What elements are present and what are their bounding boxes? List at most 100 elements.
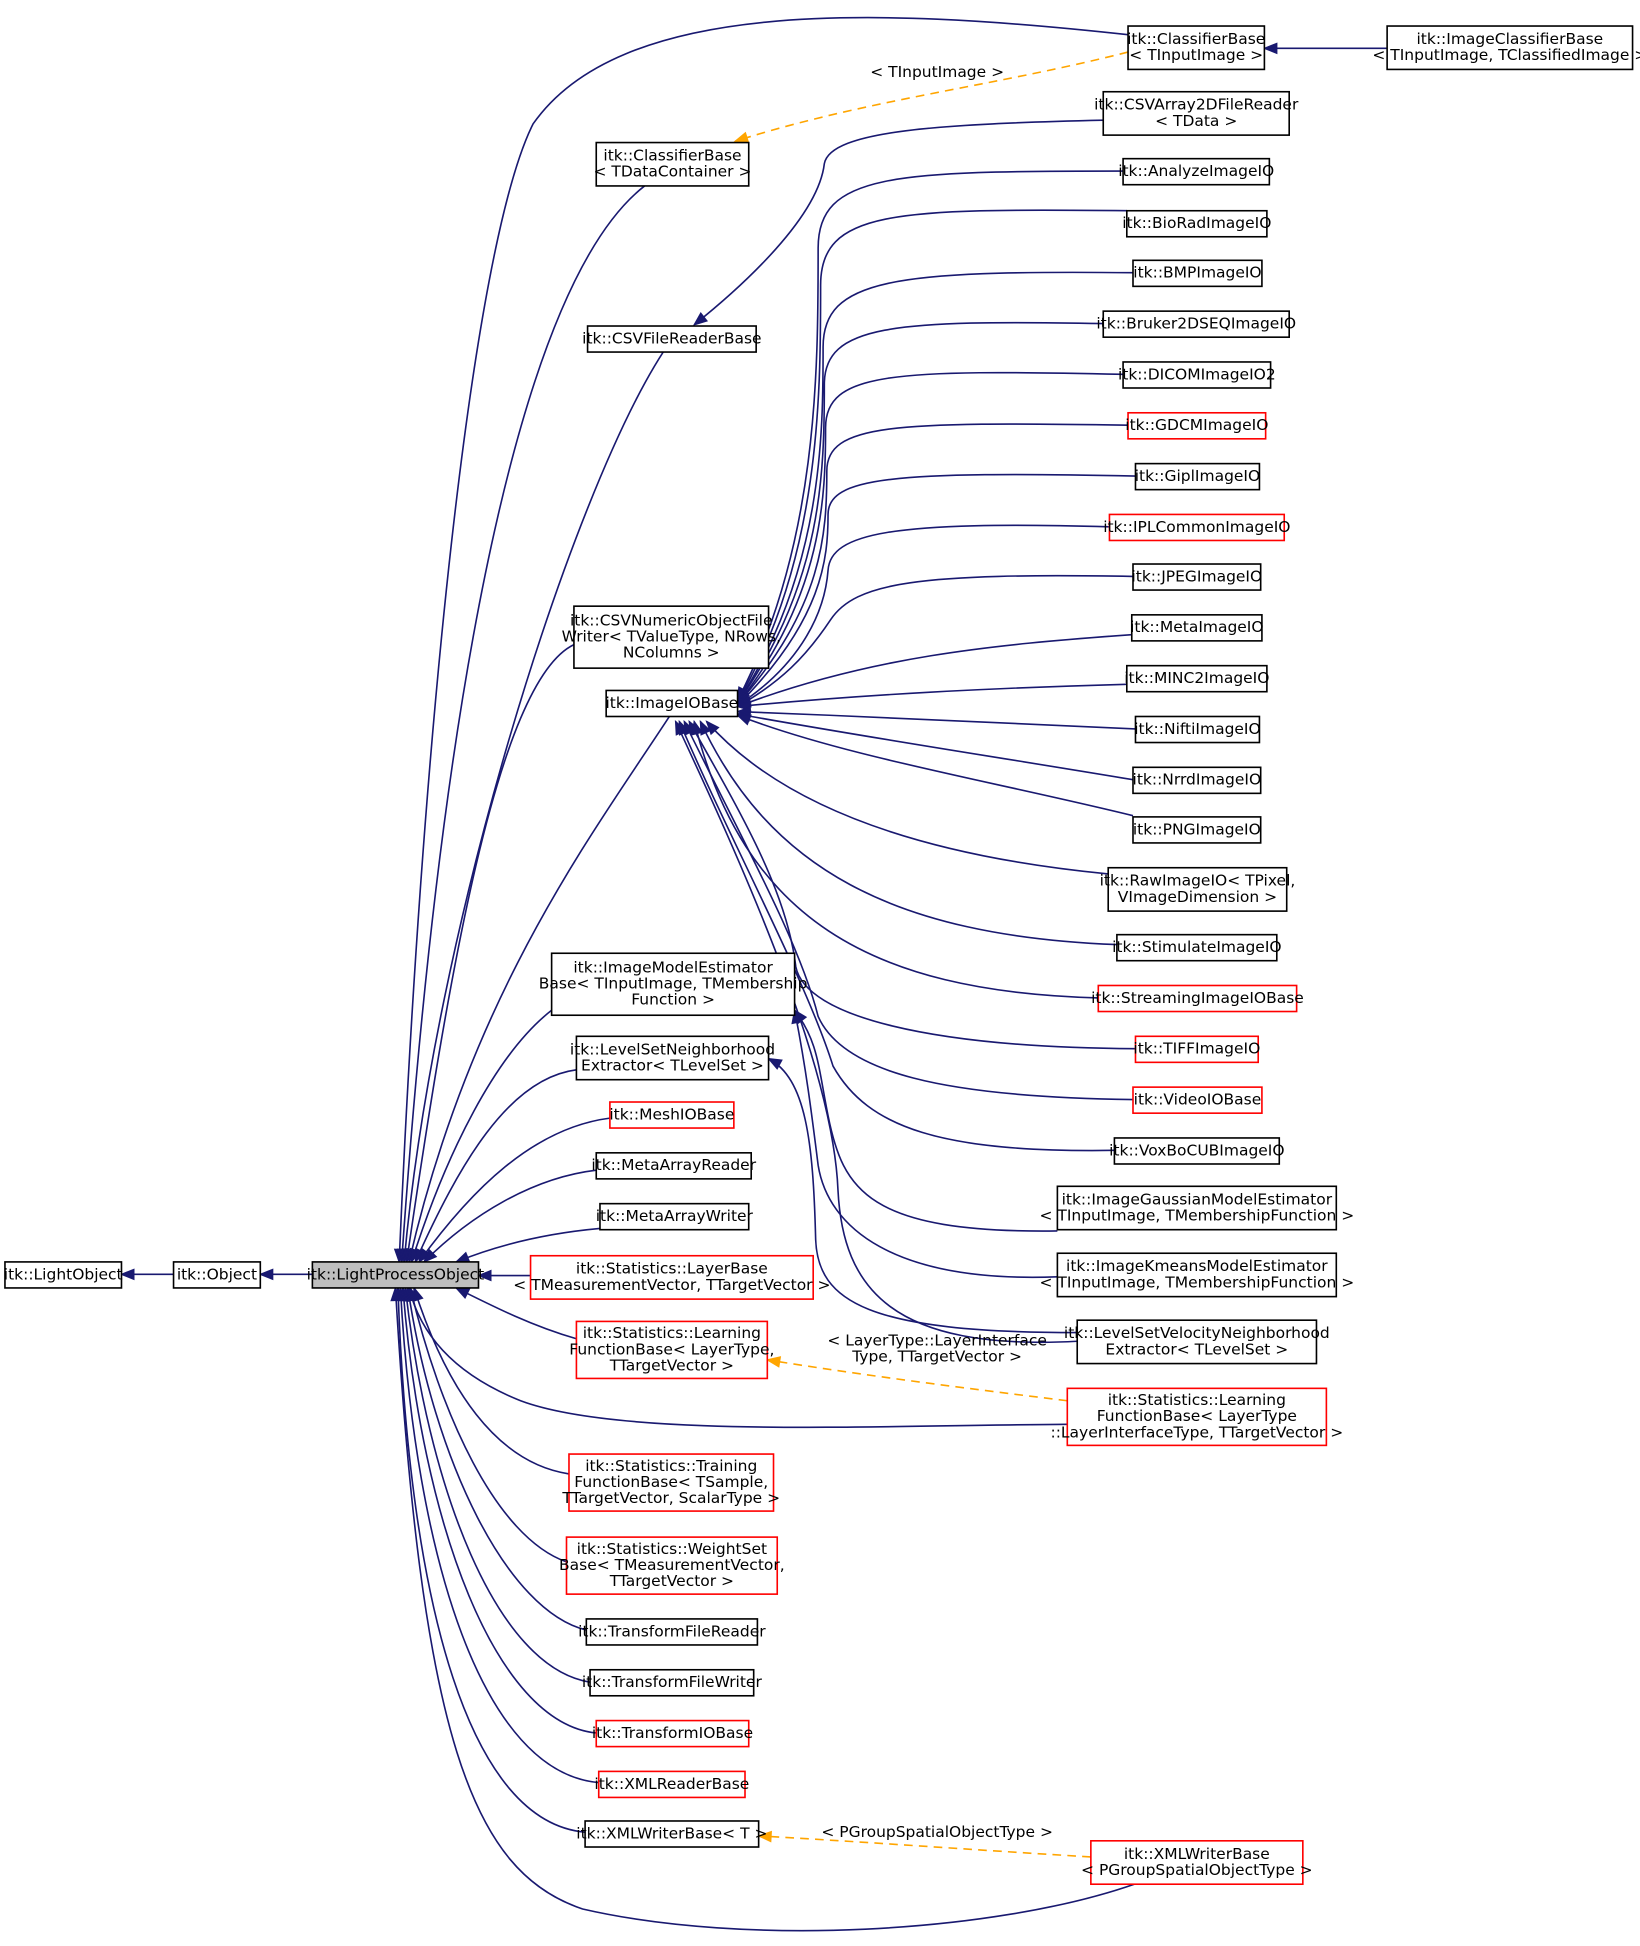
class-node-image-iobase[interactable]: itk::ImageIOBase	[605, 689, 739, 718]
class-node-pngimage-io[interactable]: itk::PNGImageIO	[1132, 816, 1262, 844]
class-node-vox-bo-cubimage-io[interactable]: itk::VoxBoCUBImageIO	[1109, 1137, 1285, 1165]
edge-inherit	[693, 721, 1099, 999]
edge-inherit	[409, 1287, 567, 1563]
class-node-label: itk::Statistics::Learning	[1108, 1391, 1286, 1409]
class-node-label: itk::IPLCommonImageIO	[1103, 518, 1290, 536]
class-node-meta-image-io[interactable]: itk::MetaImageIO	[1130, 614, 1264, 642]
edge-template	[767, 1359, 1068, 1402]
class-node-light-process-object[interactable]: itk::LightProcessObject	[307, 1261, 485, 1289]
class-node-box	[1127, 25, 1266, 71]
class-node-csvfile-reader-base[interactable]: itk::CSVFileReaderBase	[582, 325, 762, 353]
class-node-box	[1097, 984, 1298, 1013]
edge-labels-layer: < TInputImage >< LayerType::LayerInterfa…	[821, 63, 1053, 1841]
class-node-bruker2-dseqimage-io[interactable]: itk::Bruker2DSEQImageIO	[1096, 310, 1296, 338]
class-node-label: FunctionBase< TSample,	[574, 1473, 768, 1491]
edge-label: < TInputImage >	[870, 63, 1004, 81]
class-node-label: itk::BioRadImageIO	[1122, 214, 1271, 232]
class-node-layer-base[interactable]: itk::Statistics::LayerBase< TMeasurement…	[513, 1254, 830, 1300]
arrowhead-template	[765, 1356, 782, 1368]
edge-inherit	[678, 721, 1115, 1152]
class-node-label: itk::BMPImageIO	[1133, 264, 1261, 282]
edge-inherit	[405, 643, 575, 1263]
class-node-label: TTargetVector, ScalarType >	[561, 1489, 780, 1507]
edge-inherit	[736, 423, 1129, 705]
class-node-label: itk::TransformFileReader	[578, 1622, 766, 1640]
edge-inherit	[674, 721, 1078, 1344]
edge-inherit	[414, 1068, 577, 1263]
class-node-box	[1113, 1137, 1281, 1165]
class-node-label: itk::MetaArrayWriter	[596, 1207, 754, 1225]
class-node-xmlwriter-base-inst[interactable]: itk::XMLWriterBase< PGroupSpatialObjectT…	[1081, 1840, 1313, 1886]
edge-inherit	[408, 716, 671, 1263]
class-node-transform-file-writer[interactable]: itk::TransformFileWriter	[582, 1668, 763, 1697]
class-node-nrrd-image-io[interactable]: itk::NrrdImageIO	[1132, 766, 1262, 795]
class-node-streaming-image-iobase[interactable]: itk::StreamingImageIOBase	[1091, 984, 1304, 1013]
edge-inherit	[737, 713, 1134, 781]
class-node-light-object[interactable]: itk::LightObject	[4, 1261, 123, 1289]
class-node-image-kmeans-model-estimator[interactable]: itk::ImageKmeansModelEstimator< TInputIm…	[1039, 1252, 1354, 1298]
edge-inherit	[404, 1287, 591, 1683]
class-node-minc2-image-io[interactable]: itk::MINC2ImageIO	[1124, 664, 1269, 693]
class-node-stimulate-image-io[interactable]: itk::StimulateImageIO	[1112, 933, 1282, 962]
class-node-label: itk::ClassifierBase	[603, 147, 741, 165]
edge-inherit	[793, 1009, 1058, 1232]
class-node-label: FunctionBase< LayerType,	[569, 1340, 774, 1358]
class-node-gipl-image-io[interactable]: itk::GiplImageIO	[1134, 462, 1261, 491]
class-node-image-gaussian-model-estimator[interactable]: itk::ImageGaussianModelEstimator< TInput…	[1039, 1185, 1354, 1231]
class-node-transform-iobase[interactable]: itk::TransformIOBase	[592, 1719, 753, 1748]
edges-layer	[119, 16, 1388, 1932]
class-node-label: < TInputImage >	[1129, 46, 1263, 64]
class-node-csvarray2-dfile-reader[interactable]: itk::CSVArray2DFileReader< TData >	[1094, 90, 1299, 136]
class-node-label: itk::XMLWriterBase	[1124, 1845, 1270, 1863]
class-node-classifier-base-tdata-container[interactable]: itk::ClassifierBase< TDataContainer >	[594, 141, 752, 187]
edge-inherit	[688, 721, 1136, 1050]
class-node-label: ::LayerInterfaceType, TTargetVector >	[1051, 1423, 1344, 1441]
edge-inherit	[399, 1287, 599, 1784]
class-node-box	[1132, 259, 1263, 288]
class-node-meta-array-reader[interactable]: itk::MetaArrayReader	[591, 1152, 757, 1180]
class-node-xmlwriter-base-t[interactable]: itk::XMLWriterBase< T >	[576, 1820, 767, 1848]
class-node-meta-array-writer[interactable]: itk::MetaArrayWriter	[596, 1202, 754, 1231]
class-node-box	[1130, 614, 1263, 642]
class-node-xmlreader-base[interactable]: itk::XMLReaderBase	[594, 1770, 749, 1799]
edge-inherit	[407, 1287, 587, 1631]
class-node-bmpimage-io[interactable]: itk::BMPImageIO	[1132, 259, 1263, 288]
class-node-image-classifier-base[interactable]: itk::ImageClassifierBase< TInputImage, T…	[1372, 25, 1640, 71]
class-node-raw-image-io[interactable]: itk::RawImageIO< TPixel,VImageDimension …	[1100, 866, 1296, 912]
class-node-mesh-iobase[interactable]: itk::MeshIOBase	[609, 1101, 735, 1129]
arrowhead-inherit	[705, 720, 720, 736]
class-node-iplcommon-image-io[interactable]: itk::IPLCommonImageIO	[1103, 513, 1290, 542]
class-node-jpegimage-io[interactable]: itk::JPEGImageIO	[1131, 563, 1262, 591]
class-node-nifti-image-io[interactable]: itk::NiftiImageIO	[1134, 715, 1261, 744]
class-node-analyze-image-io[interactable]: itk::AnalyzeImageIO	[1118, 157, 1274, 186]
class-node-box	[1386, 25, 1634, 71]
class-node-label: itk::CSVFileReaderBase	[582, 329, 761, 347]
class-node-box	[584, 1820, 760, 1848]
edge-template	[734, 51, 1129, 143]
class-node-label: itk::LevelSetVelocityNeighborhood	[1064, 1324, 1330, 1342]
class-node-transform-file-reader[interactable]: itk::TransformFileReader	[578, 1618, 766, 1646]
class-node-level-set-velocity-neighborhood-extractor[interactable]: itk::LevelSetVelocityNeighborhoodExtract…	[1064, 1319, 1330, 1365]
edge-inherit	[736, 271, 1134, 704]
class-node-video-iobase[interactable]: itk::VideoIOBase	[1132, 1086, 1263, 1114]
class-node-tiffimage-io[interactable]: itk::TIFFImageIO	[1133, 1035, 1260, 1064]
class-node-bio-rad-image-io[interactable]: itk::BioRadImageIO	[1122, 209, 1271, 238]
class-node-gdcmimage-io[interactable]: itk::GDCMImageIO	[1125, 411, 1268, 440]
class-node-box	[597, 1770, 746, 1799]
class-node-object[interactable]: itk::Object	[172, 1261, 262, 1289]
class-node-box	[172, 1261, 262, 1289]
class-node-classifier-base-tinput-image[interactable]: itk::ClassifierBase< TInputImage >	[1127, 25, 1266, 71]
class-node-label: itk::ImageGaussianModelEstimator	[1062, 1190, 1333, 1208]
class-node-dicomimage-io2[interactable]: itk::DICOMImageIO2	[1118, 361, 1276, 389]
class-node-box	[1122, 361, 1272, 389]
nodes-layer: itk::LightObject itk::Object itk::LightPro…	[4, 25, 1640, 1886]
class-node-label: itk::TransformIOBase	[592, 1724, 753, 1742]
